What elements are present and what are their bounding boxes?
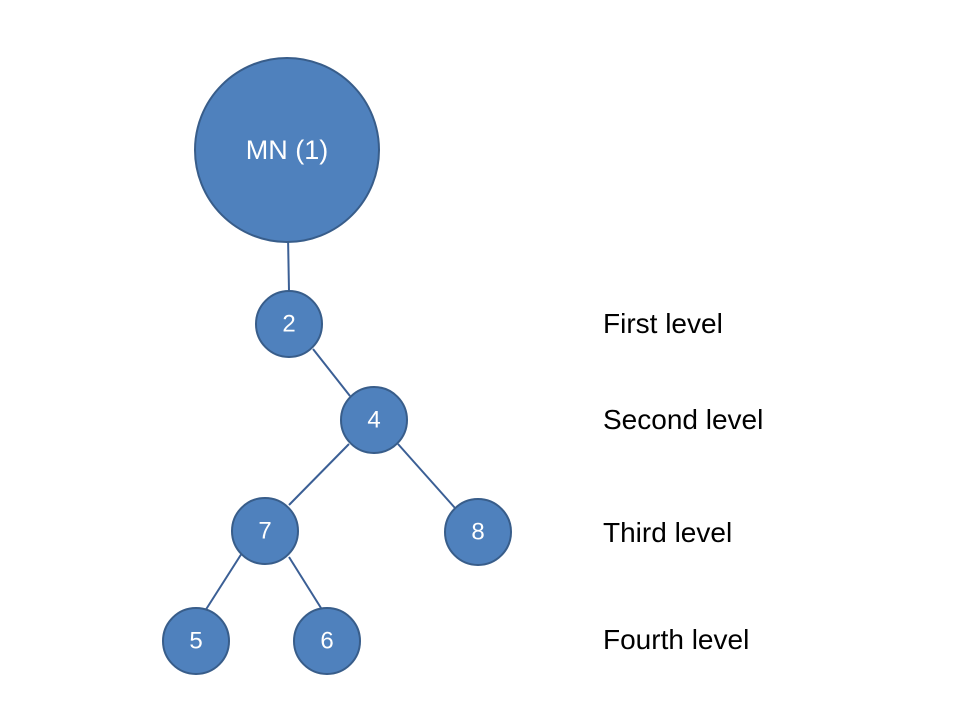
node-5-label: 5	[189, 628, 202, 655]
node-8: 8	[444, 498, 512, 566]
node-4: 4	[340, 386, 408, 454]
node-2-label: 2	[282, 311, 295, 338]
node-2: 2	[255, 290, 323, 358]
edge-root-2	[287, 235, 290, 292]
node-6-label: 6	[320, 628, 333, 655]
edge-7-5	[204, 552, 243, 612]
node-6: 6	[293, 607, 361, 675]
edge-7-6	[288, 556, 322, 609]
level-label-fourth: Fourth level	[603, 624, 750, 655]
node-root: MN (1)	[194, 57, 380, 243]
node-root-label: MN (1)	[246, 135, 329, 165]
level-label-first: First level	[603, 308, 723, 339]
node-7-label: 7	[258, 518, 271, 545]
node-7: 7	[231, 497, 299, 565]
node-4-label: 4	[367, 407, 380, 434]
edge-4-8	[397, 443, 456, 509]
edge-4-7	[288, 443, 350, 506]
level-label-second: Second level	[603, 404, 764, 435]
level-label-third: Third level	[603, 517, 733, 548]
node-5: 5	[162, 607, 230, 675]
edge-2-4	[312, 348, 351, 397]
node-8-label: 8	[471, 519, 484, 546]
